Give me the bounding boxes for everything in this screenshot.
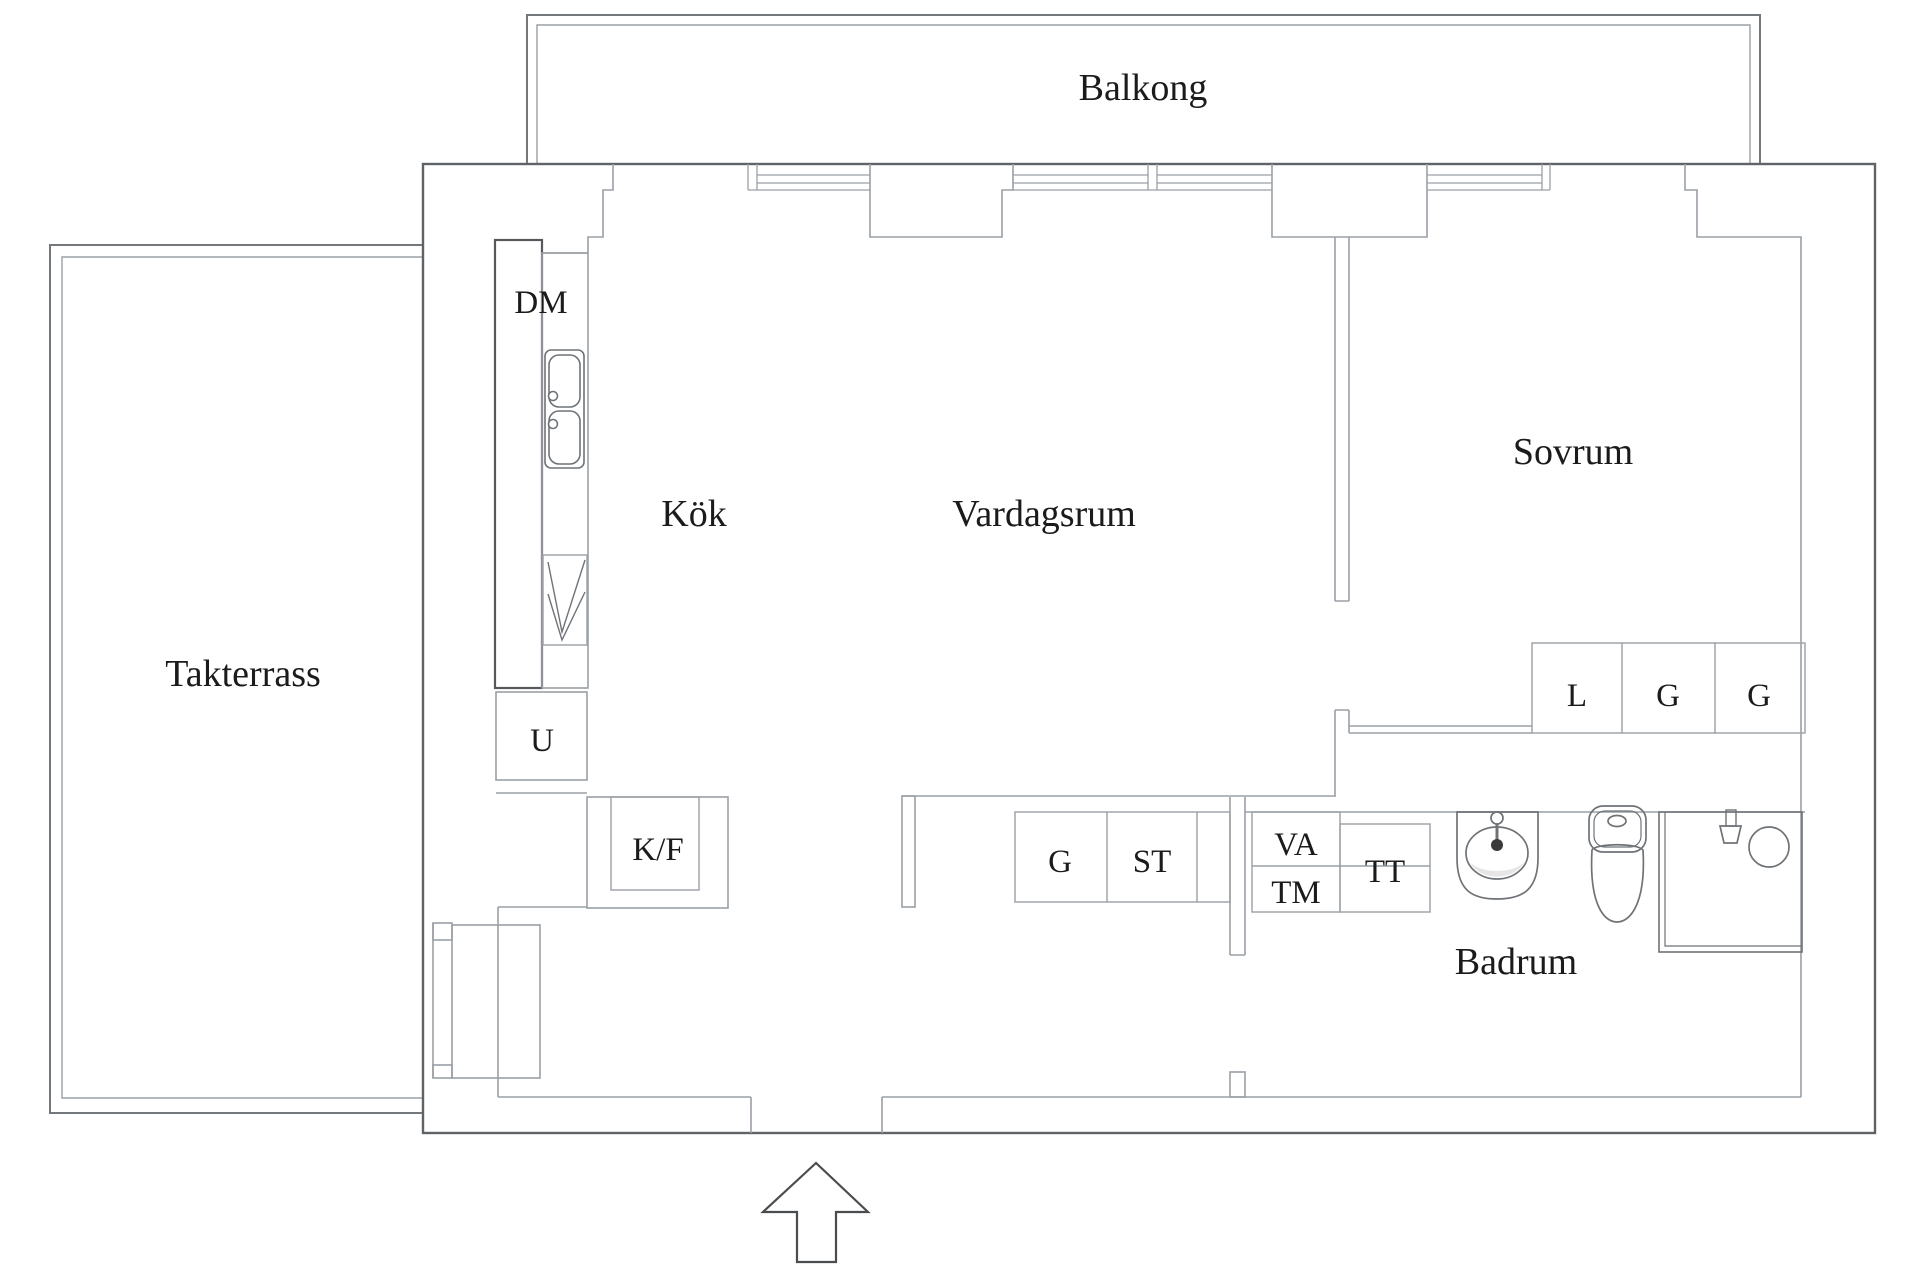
fixture-label-dm: DM [514,285,567,321]
top-wall-windows [747,164,1551,191]
bedroom-wall [1334,237,1350,602]
u-cabinet [495,691,588,781]
terrace-outline [49,244,423,1114]
fixture-label-tt: TT [1365,854,1405,890]
bedroom-bottom-wall [1349,725,1532,734]
toilet-icon [1588,805,1647,923]
top-wall-piers [542,164,1802,1097]
fixture-label-closet-g1: G [1656,678,1680,714]
room-label-sovrum: Sovrum [1513,431,1633,473]
room-label-balkong: Balkong [1079,67,1208,109]
balcony-outline [526,14,1761,163]
bathroom-fixtures [1456,805,1803,953]
bathroom-left-wall [1229,797,1246,956]
kitchen-counter [541,252,589,689]
fixture-label-st: ST [1133,844,1172,880]
pier-left [869,164,1014,238]
terrace-door-post-top [432,922,453,941]
corner-block-left [542,164,614,254]
bedroom-wall-stub [1334,709,1350,797]
stove-icon [542,554,588,646]
window-glass-lines [757,174,1542,184]
room-label-takterrass: Takterrass [165,653,321,695]
kitchen-zone [493,238,729,909]
kf-appliance [610,796,700,891]
room-label-kok: Kök [661,493,726,535]
kitchen-sink-icon [544,349,585,469]
fixture-label-closet-l: L [1567,678,1587,714]
bottom-wall-inner [498,1096,1801,1133]
shaft-box [451,924,541,1079]
fixture-label-u: U [530,723,554,759]
apartment-outer-walls [421,162,1877,1135]
corridor-wall-stub [901,795,916,908]
terrace-door-post-bottom [432,1064,453,1079]
hall-inner-walls [497,906,587,1097]
hall-closet-row [1014,811,1231,903]
bedroom-closet-row [1531,642,1806,734]
laundry-appliance-boxes [1251,811,1431,913]
shower-icon [1658,809,1803,953]
bathroom-door-stub [1229,1071,1246,1098]
room-label-vardagsrum: Vardagsrum [952,493,1136,535]
corner-block-right [1684,164,1802,1097]
window-mullions [747,164,1551,190]
fixture-label-kf: K/F [632,832,683,868]
room-label-badrum: Badrum [1455,941,1577,983]
fixture-label-va: VA [1274,827,1318,863]
entry-arrow-icon [760,1161,871,1264]
pier-right [1271,164,1428,238]
bathroom-sink-icon [1456,811,1539,900]
interior-walls [432,237,1805,1133]
fixture-label-closet-g2: G [1747,678,1771,714]
fixture-label-tm: TM [1271,875,1321,911]
closets [1014,642,1806,913]
fixture-label-g-hall: G [1048,844,1072,880]
